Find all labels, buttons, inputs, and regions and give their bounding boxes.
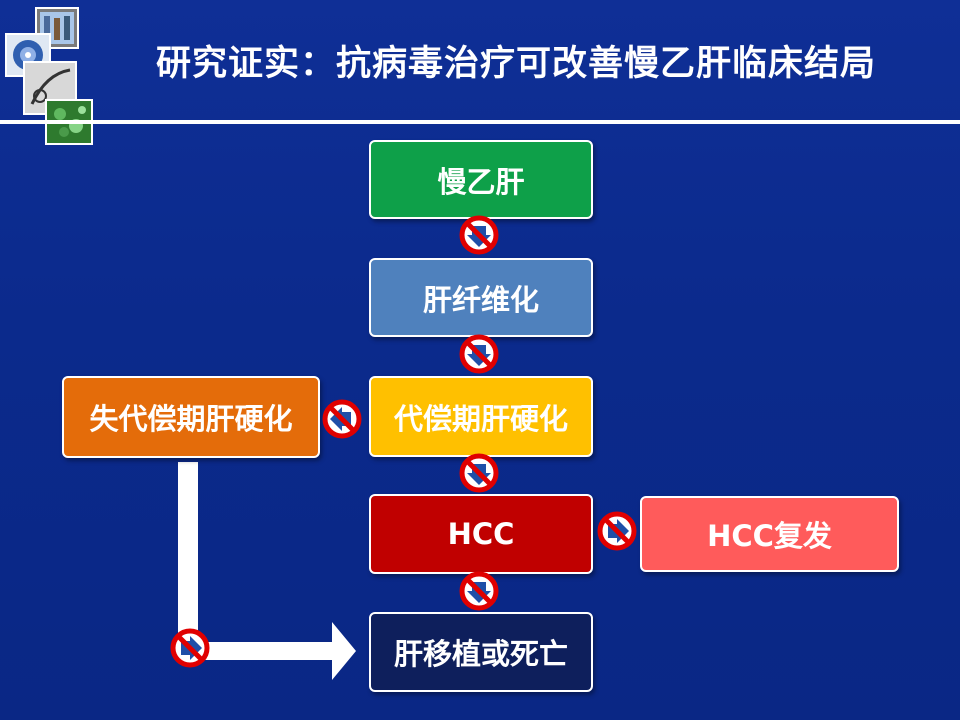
node-decompensated-cirrhosis: 失代偿期肝硬化 bbox=[62, 376, 320, 458]
prohibited-arrow-icon bbox=[461, 455, 497, 491]
prohibited-arrow-icon bbox=[461, 573, 497, 609]
node-chronic-hepatitis-b: 慢乙肝 bbox=[369, 140, 593, 219]
prohibited-arrow-icon bbox=[461, 336, 497, 372]
title-divider bbox=[0, 120, 960, 124]
prohibited-arrow-icon bbox=[599, 513, 635, 549]
node-hcc-recurrence: HCC复发 bbox=[640, 496, 899, 572]
prohibited-arrow-icon bbox=[172, 630, 208, 666]
node-transplant-or-death: 肝移植或死亡 bbox=[369, 612, 593, 692]
prohibited-arrow-icon bbox=[461, 217, 497, 253]
prohibited-arrow-icon bbox=[324, 401, 360, 437]
slide-title: 研究证实：抗病毒治疗可改善慢乙肝临床结局 bbox=[156, 44, 877, 84]
node-liver-fibrosis: 肝纤维化 bbox=[369, 258, 593, 337]
node-hcc: HCC bbox=[369, 494, 593, 574]
